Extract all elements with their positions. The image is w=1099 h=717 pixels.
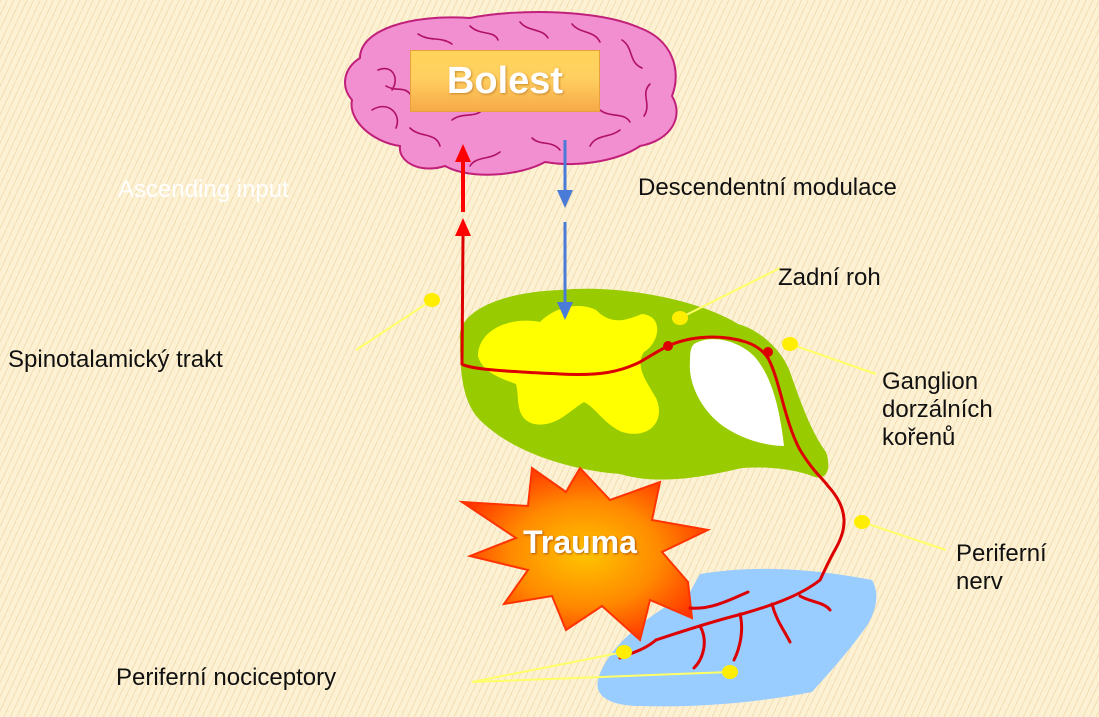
pointer-dot-spinothalamic xyxy=(424,293,440,307)
trauma-label: Trauma xyxy=(508,524,652,561)
ascending-input-label: Ascending input xyxy=(118,176,289,204)
peripheral-nerve-label: Periferní nerv xyxy=(956,540,1047,596)
peripheral-nerve-line-2: nerv xyxy=(956,568,1047,596)
peripheral-nerve-line-1: Periferní xyxy=(956,540,1047,568)
pain-label-box: Bolest xyxy=(410,50,600,112)
ganglion-line-1: Ganglion xyxy=(882,368,993,396)
pointer-dot-dorsal-horn xyxy=(672,311,688,325)
ascending-arrow xyxy=(455,144,471,236)
dorsal-horn-label: Zadní roh xyxy=(778,264,881,292)
dorsal-root-ganglion-label: Ganglion dorzálních kořenů xyxy=(882,368,993,452)
pointer-dot-nociceptor-b xyxy=(722,665,738,679)
pointer-dot-nociceptor-a xyxy=(616,645,632,659)
pointer-dot-ganglion xyxy=(782,337,798,351)
spinothalamic-tract-label: Spinotalamický trakt xyxy=(8,346,223,374)
ganglion-line-2: dorzálních xyxy=(882,396,993,424)
pointer-dot-peripheral-nerve xyxy=(854,515,870,529)
pain-label: Bolest xyxy=(447,60,563,103)
descending-modulation-label: Descendentní modulace xyxy=(638,174,897,202)
ganglion-line-3: kořenů xyxy=(882,424,993,452)
peripheral-nociceptors-label: Periferní nociceptory xyxy=(116,664,336,692)
spinal-cord-illustration xyxy=(460,289,829,480)
